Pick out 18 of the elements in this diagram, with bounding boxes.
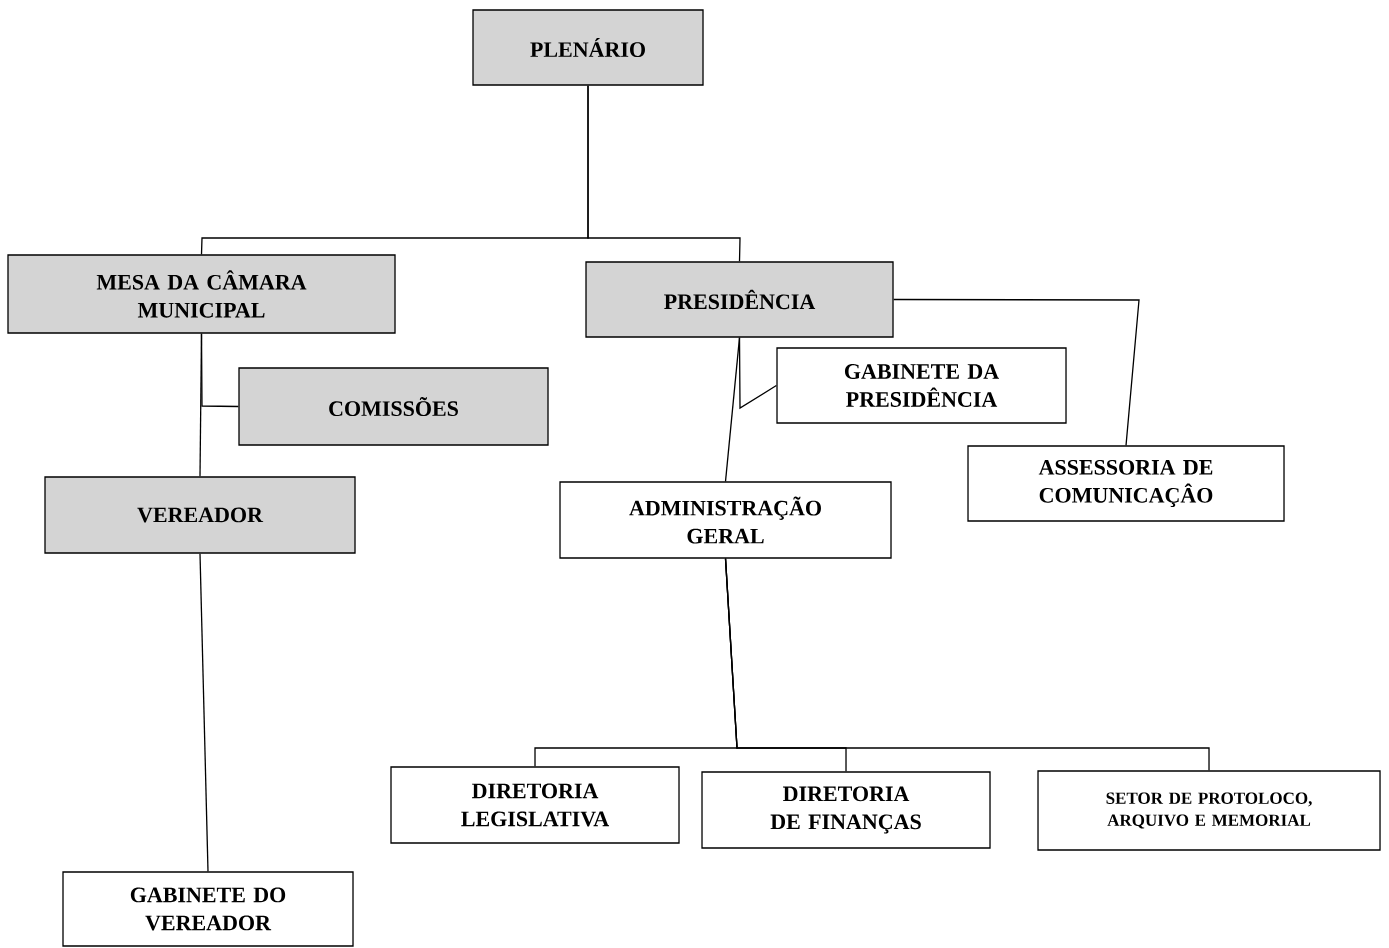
org-box: MESA DA CÂMARA MUNICIPAL [7, 254, 396, 334]
org-box: GABINETE DA PRESIDÊNCIA [776, 347, 1067, 424]
connector-line [199, 553, 209, 872]
connector-line [724, 337, 741, 482]
org-box: ADMINISTRAÇÃO GERAL [559, 481, 892, 559]
org-box: COMISSÕES [238, 367, 549, 446]
connector-line [199, 333, 203, 477]
org-box: VEREADOR [44, 476, 356, 554]
org-box: DIRETORIA LEGISLATIVA [390, 766, 680, 844]
org-box: PLENÁRIO [472, 9, 704, 86]
org-box: DIRETORIA DE FINANÇAS [701, 771, 991, 849]
connector-line [587, 85, 741, 262]
connector-line [893, 298, 1140, 446]
org-box: GABINETE DO VEREADOR [62, 871, 354, 947]
connector-line [724, 558, 1210, 771]
org-box: SETOR DE PROTOLOCO, ARQUIVO E MEMORIAL [1037, 770, 1381, 851]
org-box: PRESIDÊNCIA [585, 261, 894, 338]
org-box: ASSESSORIA DE COMUNICAÇÂO [967, 445, 1285, 522]
